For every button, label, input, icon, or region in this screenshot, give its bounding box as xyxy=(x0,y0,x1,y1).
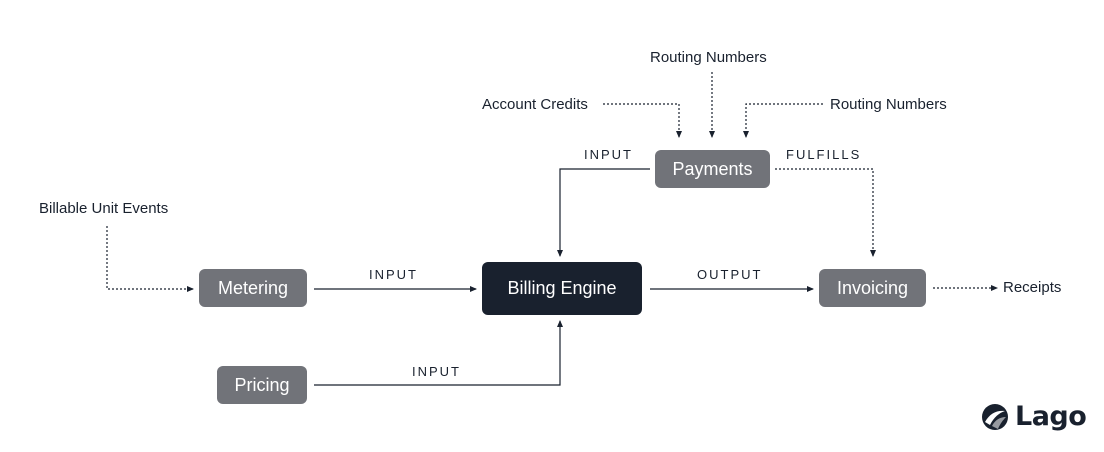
edge-credits-to-payments xyxy=(603,103,682,138)
lago-logo: Lago xyxy=(981,400,1087,434)
edge-payments-to-invoicing xyxy=(775,168,876,257)
lago-wordmark: Lago xyxy=(1015,401,1087,432)
edge-label-output: OUTPUT xyxy=(697,267,763,282)
edge-payments-to-engine xyxy=(557,168,650,257)
edge-label-metering-input: INPUT xyxy=(369,267,418,282)
account-credits-label: Account Credits xyxy=(482,96,588,113)
edge-pricing-to-engine xyxy=(314,320,563,386)
edge-label-payments-input: INPUT xyxy=(584,147,633,162)
routing-numbers-top-label: Routing Numbers xyxy=(650,49,767,66)
receipts-label: Receipts xyxy=(1003,279,1062,296)
edge-events-to-metering xyxy=(106,226,194,292)
metering-node: Metering xyxy=(199,269,307,307)
pricing-node: Pricing xyxy=(217,366,307,404)
edge-routing-right-to-payments xyxy=(743,103,823,138)
lago-mark-icon xyxy=(982,404,1008,430)
invoicing-node: Invoicing xyxy=(819,269,926,307)
edge-label-fulfills: FULFILLS xyxy=(786,147,862,162)
billing-engine-node: Billing Engine xyxy=(482,262,642,315)
routing-numbers-right-label: Routing Numbers xyxy=(830,96,947,113)
payments-node: Payments xyxy=(655,150,770,188)
billable-unit-events-label: Billable Unit Events xyxy=(39,200,169,217)
edge-label-pricing-input: INPUT xyxy=(412,364,461,379)
